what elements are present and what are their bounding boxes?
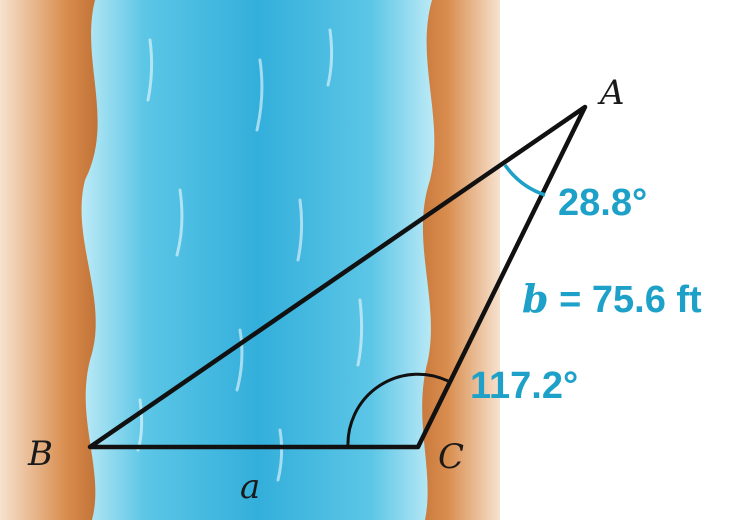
vertex-C-label: C xyxy=(438,437,464,477)
vertex-A-label: A xyxy=(597,73,625,113)
triangle-abc xyxy=(87,104,588,450)
side-b-variable: b xyxy=(522,276,549,321)
angle-A-measure: 28.8° xyxy=(558,182,647,224)
angle-C-arc xyxy=(346,372,449,448)
side-b-value: = 75.6 ft xyxy=(549,279,702,321)
side-b-measure: b = 75.6 ft xyxy=(522,276,702,321)
angle-A-arc xyxy=(503,163,546,197)
angle-C-measure: 117.2° xyxy=(470,365,578,407)
side-a-label: a xyxy=(240,467,260,507)
river-water xyxy=(81,0,435,520)
vertex-B-label: B xyxy=(27,434,53,474)
